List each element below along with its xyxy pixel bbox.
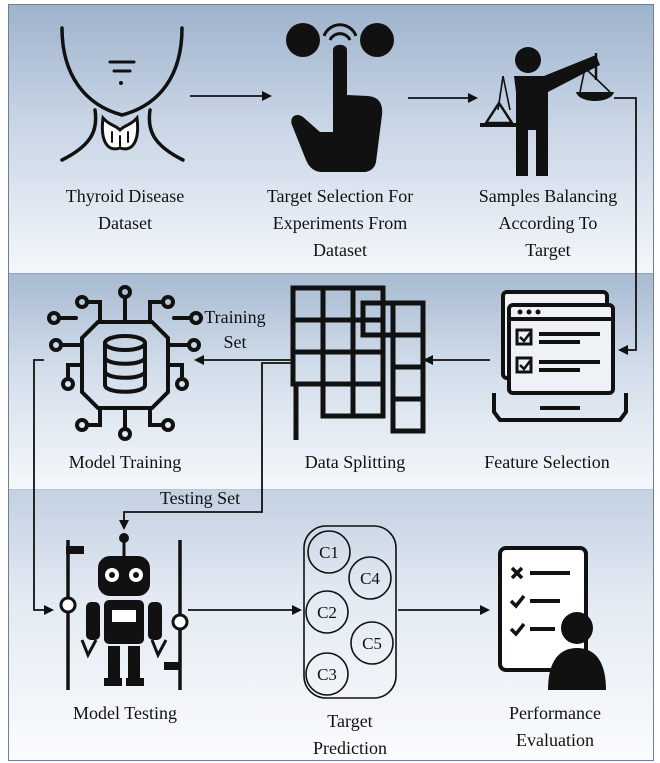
classifier-label: C1 bbox=[319, 543, 339, 562]
grid-split-icon bbox=[290, 285, 426, 440]
classifier-label: C2 bbox=[317, 603, 337, 622]
node-label-model-training: Model Training bbox=[68, 452, 182, 472]
robot-icon bbox=[59, 533, 189, 690]
flow-connectors bbox=[33, 91, 637, 615]
node-label-performance-evaluation: Performance Evaluation bbox=[509, 703, 601, 750]
node-label-thyroid-dataset: Thyroid Disease Dataset bbox=[65, 186, 185, 233]
touch-select-icon bbox=[286, 23, 394, 172]
node-label-target-prediction: Target Prediction bbox=[313, 711, 387, 758]
node-label-model-testing: Model Testing bbox=[73, 703, 177, 723]
thyroid-neck-icon bbox=[60, 26, 185, 162]
balance-person-icon bbox=[480, 47, 614, 176]
classifier-label: C3 bbox=[317, 665, 337, 684]
edge-label-training-set: Training Set bbox=[204, 307, 266, 352]
arrow-splitting-to-testing bbox=[119, 362, 292, 530]
node-label-feature-selection: Feature Selection bbox=[484, 452, 610, 472]
arrow-training-to-testing bbox=[33, 359, 54, 615]
evaluation-report-icon bbox=[498, 546, 606, 690]
node-label-data-splitting: Data Splitting bbox=[304, 452, 406, 472]
arrow-balancing-to-features bbox=[614, 97, 637, 355]
edge-label-testing-set: Testing Set bbox=[159, 488, 241, 508]
neural-database-icon bbox=[47, 285, 203, 441]
node-label-target-selection: Target Selection For Experiments From Da… bbox=[266, 186, 414, 260]
classifier-ensemble-icon bbox=[303, 525, 397, 699]
node-label-samples-balancing: Samples Balancing According To Target bbox=[478, 186, 618, 260]
classifier-label: C4 bbox=[360, 569, 380, 588]
checklist-laptop-icon bbox=[492, 290, 628, 422]
classifier-label: C5 bbox=[362, 634, 382, 653]
